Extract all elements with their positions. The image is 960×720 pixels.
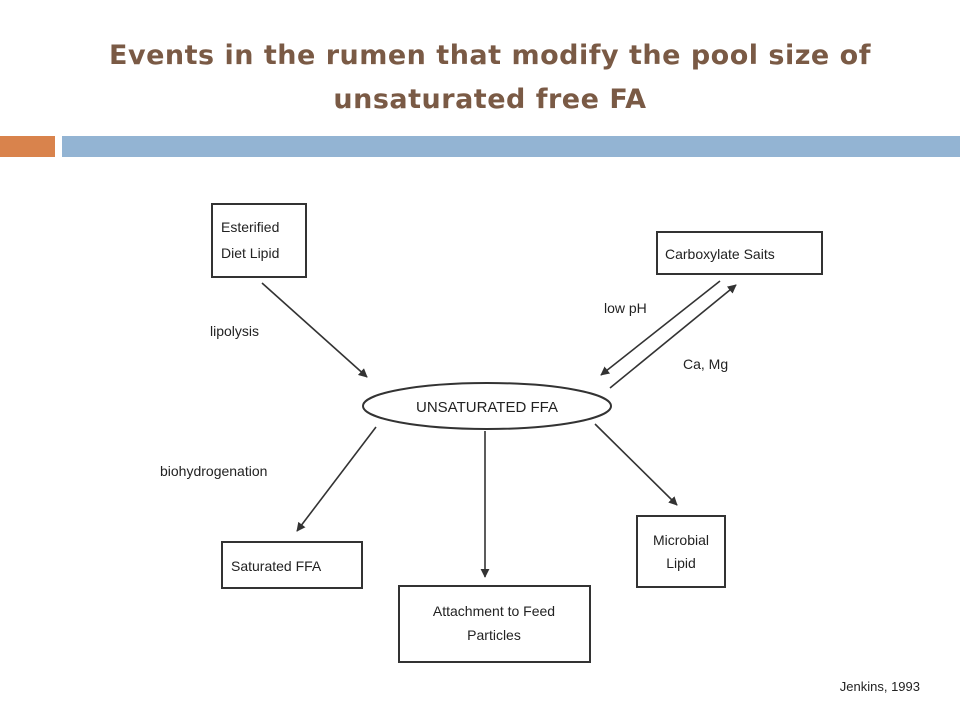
node-saturated-ffa: Saturated FFA <box>221 541 363 589</box>
edge-label-biohydrogenation: biohydrogenation <box>160 463 267 479</box>
node-center-ellipse <box>362 382 612 430</box>
slide-title-line-1: Events in the rumen that modify the pool… <box>109 40 871 71</box>
node-attachment-feed-particles: Attachment to Feed Particles <box>398 585 591 663</box>
node-attachment-label-2: Particles <box>467 627 521 643</box>
edge-label-lipolysis: lipolysis <box>210 323 259 339</box>
node-microbial-label-2: Lipid <box>666 555 696 571</box>
accent-bar-blue <box>62 136 960 157</box>
node-esterified-diet-lipid: Esterified Diet Lipid <box>211 203 307 278</box>
node-unsaturated-ffa: UNSATURATED FFA <box>362 382 612 430</box>
slide-title: Events in the rumen that modify the pool… <box>60 34 920 122</box>
node-attachment-box <box>398 585 591 663</box>
node-attachment-label-1: Attachment to Feed <box>433 603 555 619</box>
arrow-microbial <box>594 423 678 506</box>
node-microbial-box <box>636 515 726 588</box>
arrow-biohydrogenation <box>296 426 377 532</box>
node-center-label: UNSATURATED FFA <box>416 399 558 416</box>
node-saturated-box <box>221 541 363 589</box>
slide-title-line-2: unsaturated free FA <box>333 84 647 115</box>
edge-label-low-ph: low pH <box>604 300 647 316</box>
node-esterified-label-2: Diet Lipid <box>221 245 279 261</box>
arrow-low-ph <box>600 280 721 376</box>
arrow-lipolysis <box>261 282 368 378</box>
node-esterified-box <box>211 203 307 278</box>
accent-bar-orange <box>0 136 55 157</box>
node-esterified-label-1: Esterified <box>221 219 279 235</box>
node-carboxylate-box <box>656 231 823 275</box>
node-carboxylate-salts: Carboxylate Saits <box>656 231 823 275</box>
arrow-ca-mg <box>609 284 737 389</box>
edge-label-ca-mg: Ca, Mg <box>683 356 728 372</box>
node-carboxylate-label: Carboxylate Saits <box>665 246 775 262</box>
node-microbial-label-1: Microbial <box>653 532 709 548</box>
citation: Jenkins, 1993 <box>839 679 920 694</box>
node-microbial-lipid: Microbial Lipid <box>636 515 726 588</box>
node-saturated-label: Saturated FFA <box>231 558 322 574</box>
